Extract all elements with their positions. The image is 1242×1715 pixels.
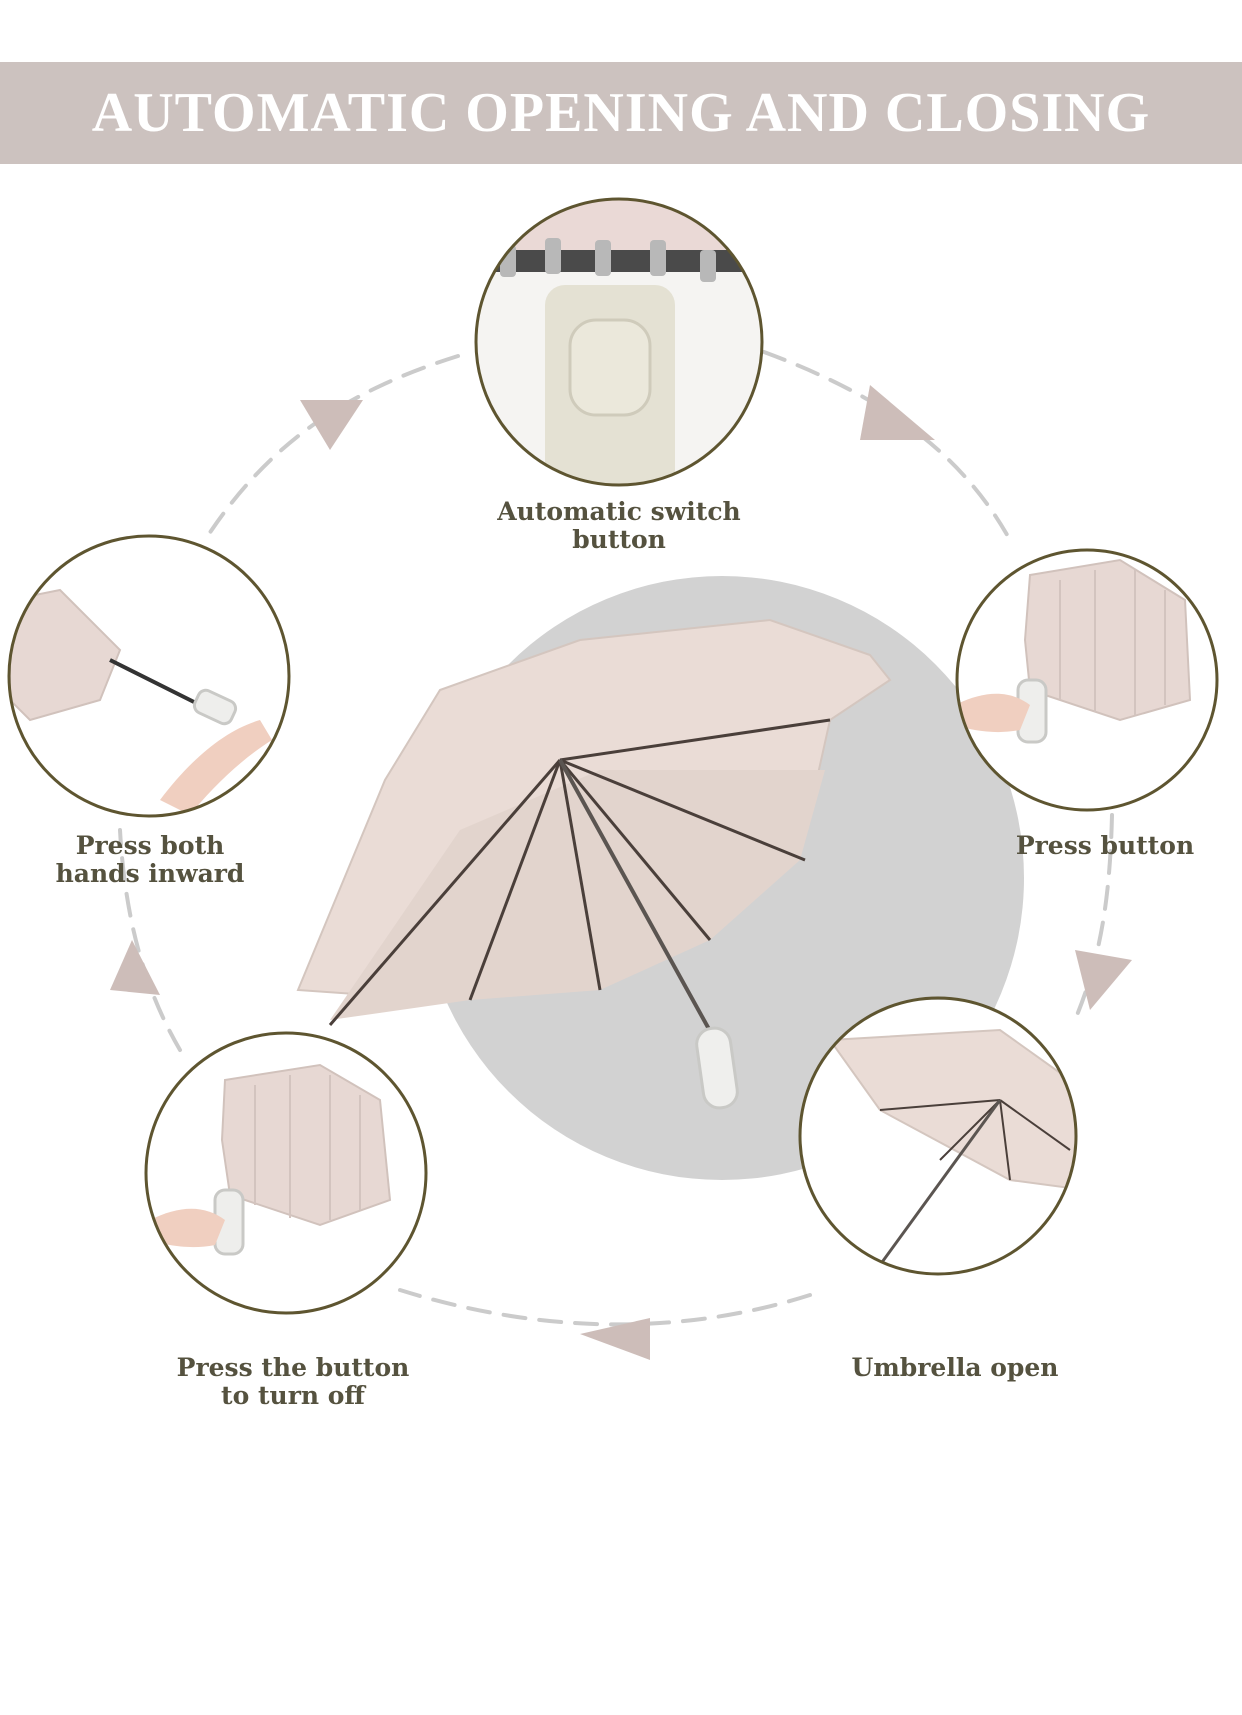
arrow-3 bbox=[1075, 950, 1132, 1010]
step-4-circle bbox=[144, 1031, 428, 1315]
step-4-caption: Press the button to turn off bbox=[148, 1354, 438, 1410]
arrow-2 bbox=[860, 385, 935, 440]
step-5-image bbox=[7, 534, 291, 818]
page-title: AUTOMATIC OPENING AND CLOSING bbox=[91, 82, 1151, 144]
step-1-image bbox=[474, 197, 764, 487]
step-1-circle bbox=[474, 197, 764, 487]
step-2-line-1: Press button bbox=[1015, 831, 1195, 860]
arrow-1 bbox=[300, 400, 363, 450]
arrow-4 bbox=[580, 1318, 650, 1360]
step-1-line-1: Automatic switch bbox=[497, 497, 741, 526]
big-canopy-inner bbox=[330, 770, 825, 1020]
step-5-circle bbox=[7, 534, 291, 818]
step-4-image bbox=[144, 1031, 428, 1315]
step-4-line-2: to turn off bbox=[221, 1381, 365, 1410]
arrow-5 bbox=[110, 940, 160, 995]
flow-arrows bbox=[110, 385, 1132, 1360]
step-3-line-1: Umbrella open bbox=[851, 1353, 1059, 1382]
step-1-caption: Automatic switch button bbox=[459, 498, 779, 554]
step-5-caption: Press both hands inward bbox=[25, 832, 275, 888]
step-4-line-1: Press the button bbox=[176, 1353, 410, 1382]
step-2-image bbox=[955, 548, 1219, 812]
step-5-line-2: hands inward bbox=[55, 859, 245, 888]
step-2-caption: Press button bbox=[1005, 832, 1205, 860]
step-3-image bbox=[798, 996, 1078, 1276]
step-3-circle bbox=[798, 996, 1078, 1276]
title-banner: AUTOMATIC OPENING AND CLOSING bbox=[0, 62, 1242, 164]
step-1-line-2: button bbox=[572, 525, 666, 554]
step-5-line-1: Press both bbox=[75, 831, 225, 860]
step-3-caption: Umbrella open bbox=[830, 1354, 1080, 1382]
step-2-circle bbox=[955, 548, 1219, 812]
big-umbrella-handle bbox=[695, 1026, 739, 1110]
